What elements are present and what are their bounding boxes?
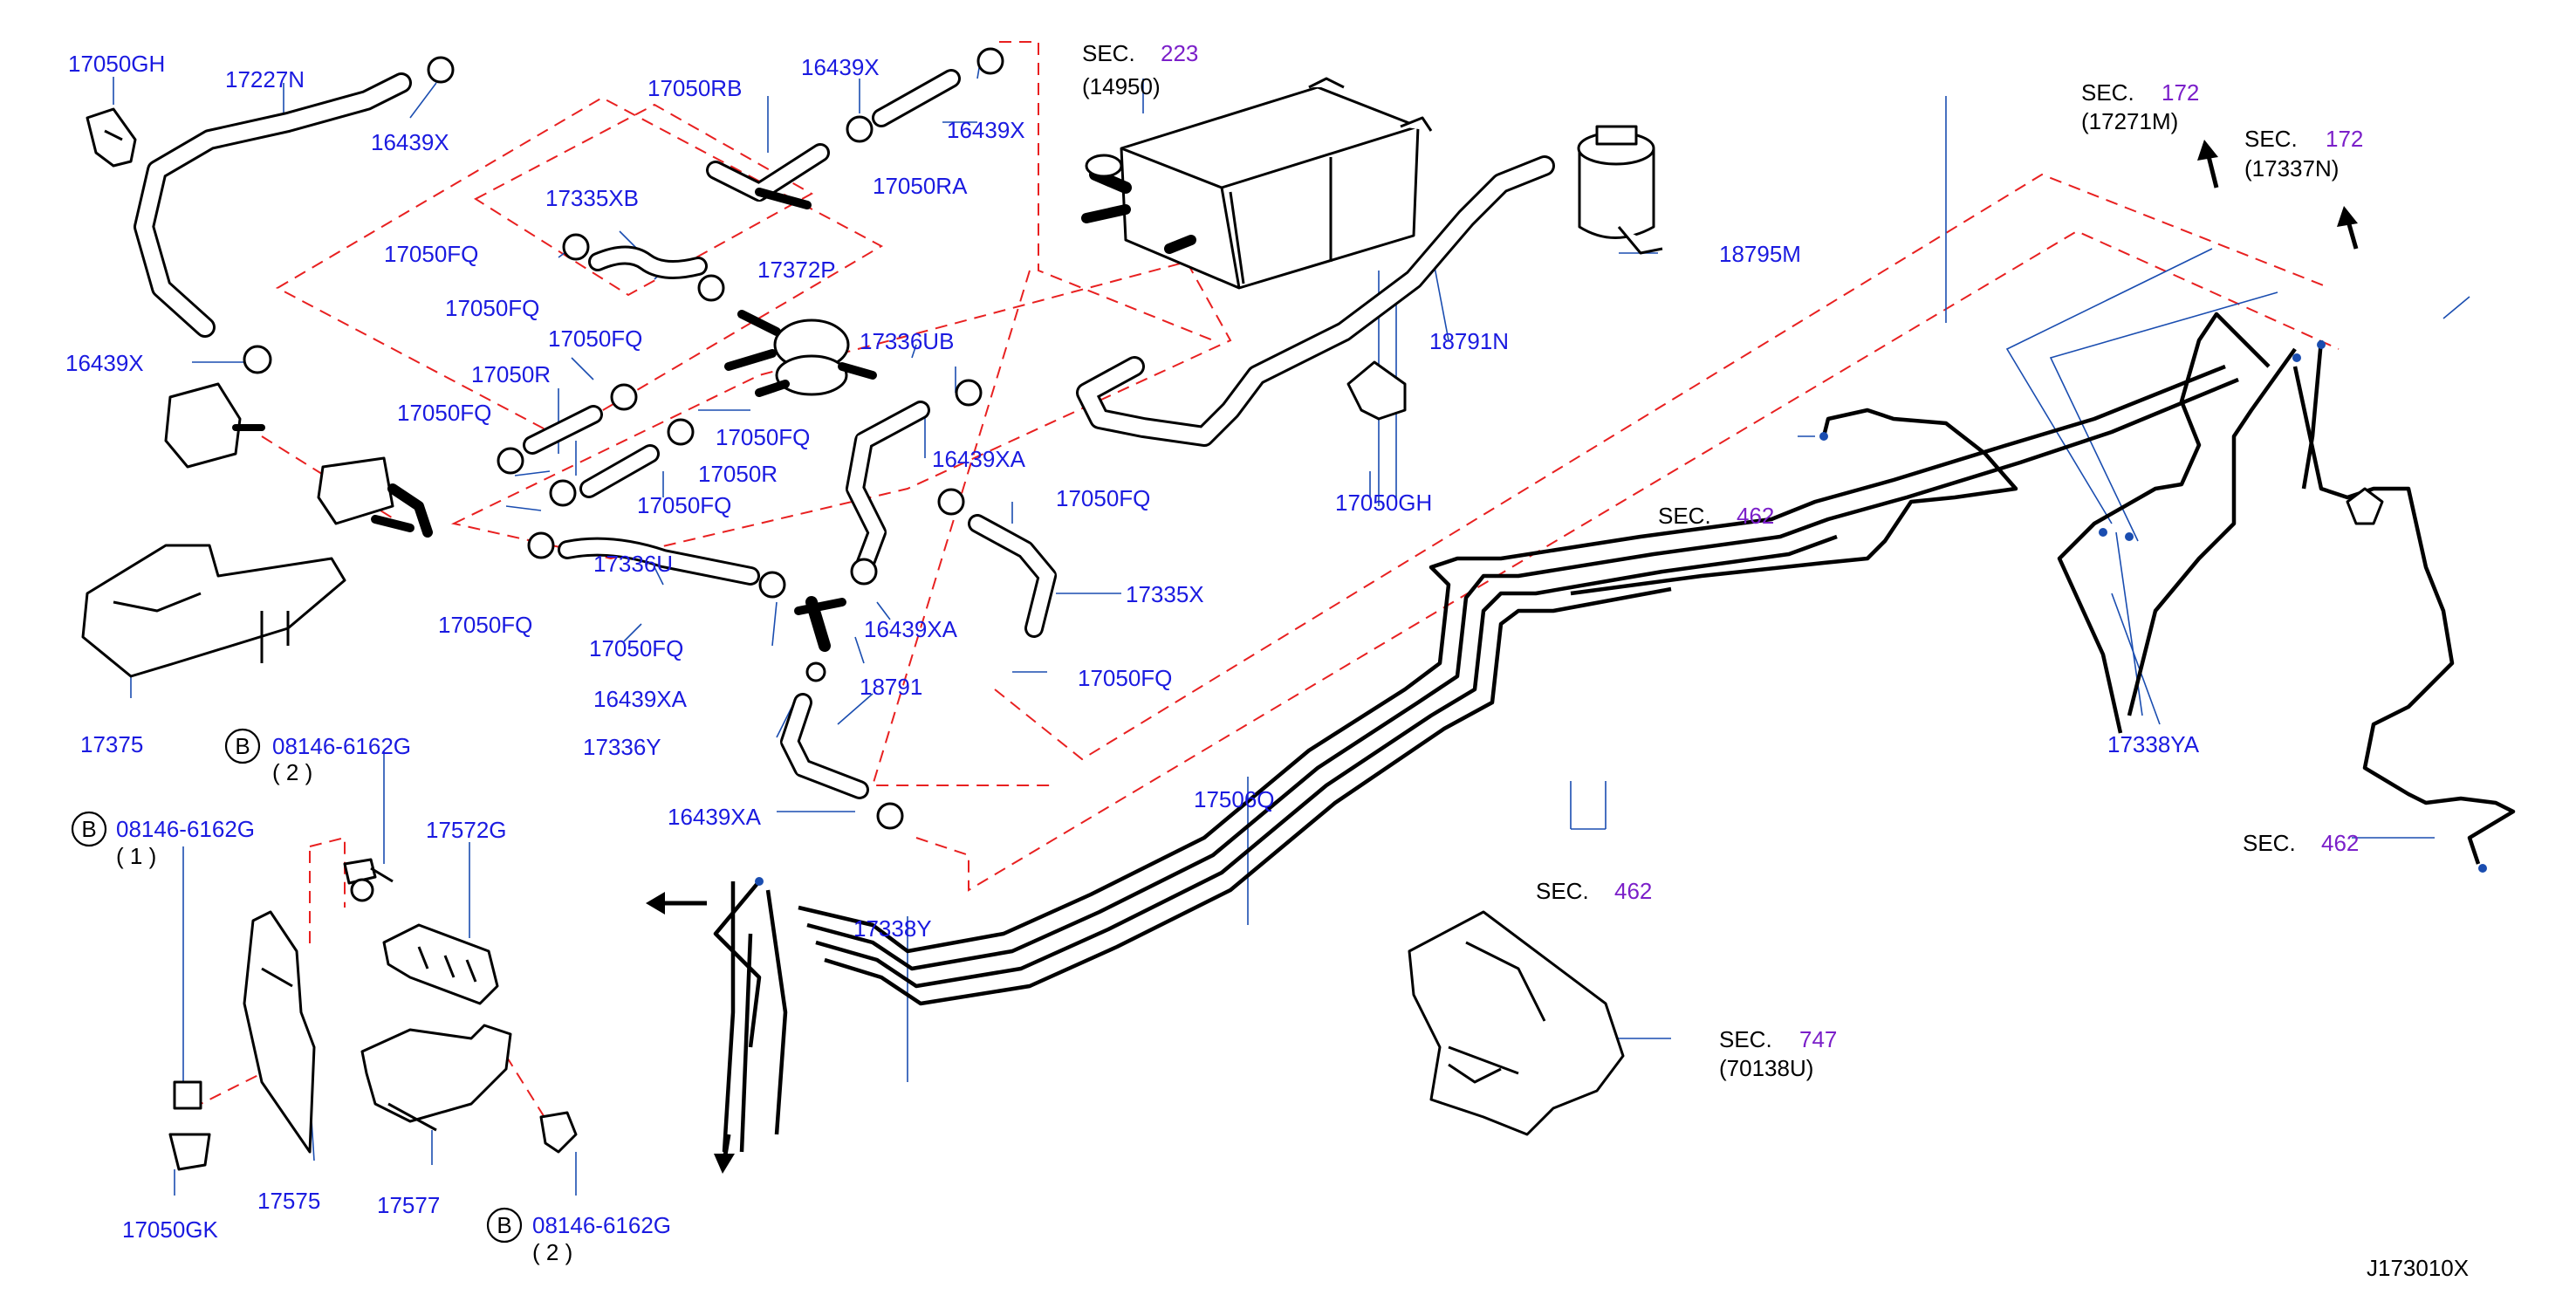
label-17050FQ: 17050FQ (589, 635, 683, 661)
bolt-marker-2: B (81, 816, 96, 842)
label-17506Q: 17506Q (1194, 786, 1275, 812)
sec-462-number: 462 (1737, 503, 1774, 529)
label-bolt-qty: ( 2 ) (272, 759, 312, 785)
label-17050FQ: 17050FQ (716, 424, 810, 450)
sensor-unit (164, 382, 433, 538)
bolt-marker-1: B (235, 733, 250, 759)
label-16439XA: 16439XA (593, 686, 688, 712)
label-bolt-08146-6162G: 08146-6162G (116, 816, 255, 842)
sec-172-ref: (17271M) (2081, 108, 2178, 134)
valve-17372P (724, 310, 877, 397)
label-17336UB: 17336UB (860, 328, 954, 354)
label-16439X: 16439X (947, 117, 1025, 143)
sec-462-number: 462 (2321, 830, 2359, 856)
label-17050FQ: 17050FQ (637, 492, 731, 518)
label-17050RA: 17050RA (873, 173, 968, 199)
label-17050FQ: 17050FQ (445, 295, 539, 321)
label-16439X: 16439X (801, 54, 880, 80)
label-18791N: 18791N (1429, 328, 1509, 354)
label-18791: 18791 (860, 674, 922, 700)
label-17050GK: 17050GK (122, 1216, 219, 1243)
sec-172-number: 172 (2162, 79, 2199, 106)
label-17050FQ: 17050FQ (548, 325, 642, 352)
label-bolt-08146-6162G: 08146-6162G (532, 1212, 671, 1238)
sec-747-number: 747 (1799, 1026, 1837, 1052)
label-17050GH: 17050GH (68, 51, 165, 77)
label-17336U: 17336U (593, 551, 673, 577)
sec-462-prefix: SEC. (2243, 830, 2296, 856)
label-17375: 17375 (80, 731, 143, 757)
sec-462-prefix: SEC. (1658, 503, 1711, 529)
label-17335XB: 17335XB (545, 185, 639, 211)
label-17050R: 17050R (471, 361, 551, 387)
sec-172-prefix: SEC. (2081, 79, 2134, 106)
label-17050FQ: 17050FQ (384, 241, 478, 267)
bracket-17375 (81, 544, 346, 678)
label-16439XA: 16439XA (864, 616, 958, 642)
label-16439X: 16439X (65, 350, 144, 376)
clip-17050GH-right (1346, 360, 1407, 421)
label-bolt-qty: ( 2 ) (532, 1239, 572, 1265)
label-17227N: 17227N (225, 66, 305, 92)
label-16439X: 16439X (371, 129, 449, 155)
bolt-marker-3: B (497, 1212, 511, 1238)
label-17050FQ: 17050FQ (1078, 665, 1172, 691)
diagram-id: J173010X (2367, 1255, 2469, 1281)
label-bolt-qty: ( 1 ) (116, 843, 156, 869)
label-17335X: 17335X (1126, 581, 1204, 607)
label-17336Y: 17336Y (583, 734, 661, 760)
sec-747-ref: (70138U) (1719, 1055, 1813, 1081)
sec-462-prefix: SEC. (1536, 878, 1589, 904)
sec-747-prefix: SEC. (1719, 1026, 1772, 1052)
label-17372P: 17372P (757, 257, 836, 283)
label-17050R: 17050R (698, 461, 778, 487)
hose-clamps (243, 47, 1004, 830)
label-17050FQ: 17050FQ (397, 400, 491, 426)
label-17575: 17575 (257, 1188, 320, 1214)
label-17050FQ: 17050FQ (1056, 485, 1150, 511)
label-17338YA: 17338YA (2107, 731, 2200, 757)
label-17338Y: 17338Y (853, 915, 932, 942)
label-16439XA: 16439XA (668, 804, 762, 830)
sec-223-number: 223 (1161, 40, 1198, 66)
fuel-lines (646, 140, 2516, 1174)
sec-223-ref: (14950) (1082, 73, 1161, 99)
label-18795M: 18795M (1719, 241, 1801, 267)
bolts (168, 858, 578, 1171)
sec-172-number: 172 (2326, 126, 2363, 152)
label-bolt-08146-6162G: 08146-6162G (272, 733, 411, 759)
evap-hoses (134, 69, 1555, 799)
label-16439XA: 16439XA (932, 446, 1026, 472)
sec-172-prefix: SEC. (2244, 126, 2298, 152)
section-references: SEC. 223 (14950) SEC. 172 (17271M) SEC. … (1082, 40, 2363, 1081)
label-17050RB: 17050RB (647, 75, 742, 101)
label-17050FQ: 17050FQ (438, 612, 532, 638)
filter-18795M (1577, 125, 1663, 255)
evap-canister (1081, 77, 1433, 290)
lower-brackets (243, 910, 1625, 1154)
sec-462-number: 462 (1614, 878, 1652, 904)
clip-17050GH-left (86, 107, 137, 168)
part-labels: 17050GH 17227N 16439X 17050RB 16439X 164… (65, 51, 2200, 1265)
bolt-markers: B B B (71, 728, 523, 1244)
label-17572G: 17572G (426, 817, 507, 843)
sec-223-prefix: SEC. (1082, 40, 1135, 66)
sec-172-ref: (17337N) (2244, 155, 2339, 182)
label-17577: 17577 (377, 1192, 440, 1218)
label-17050GH: 17050GH (1335, 490, 1432, 516)
